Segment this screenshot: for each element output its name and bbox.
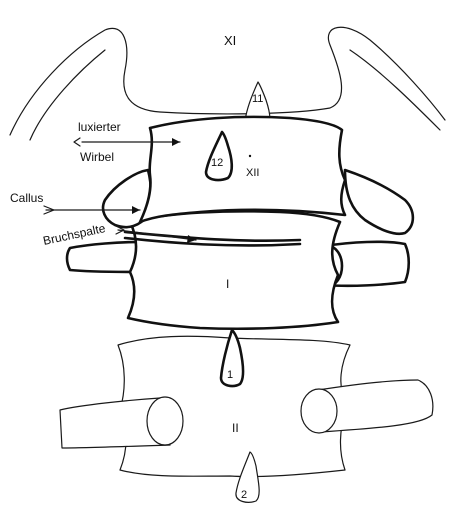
callus-label: Callus xyxy=(10,191,43,205)
vertebra-ii-label: II xyxy=(232,421,239,435)
spinous-process-2 xyxy=(236,452,259,502)
vertebra-ii xyxy=(60,336,433,476)
luxierter-label-line2: Wirbel xyxy=(80,150,114,164)
vertebra-i-label: I xyxy=(226,277,229,291)
vertebra-xi-label: XI xyxy=(224,33,236,48)
vertebra-i xyxy=(67,211,409,328)
vertebra-xii-label: XII xyxy=(246,167,259,179)
spinous-process-1-label: 1 xyxy=(227,369,233,381)
spinous-process-11-label: 11 xyxy=(252,93,263,105)
spinous-process-2-label: 2 xyxy=(241,489,247,501)
vertebra-xii-dot xyxy=(249,155,251,157)
luxierter-label-line1: luxierter xyxy=(78,120,121,134)
spinous-process-12-label: 12 xyxy=(211,157,223,169)
